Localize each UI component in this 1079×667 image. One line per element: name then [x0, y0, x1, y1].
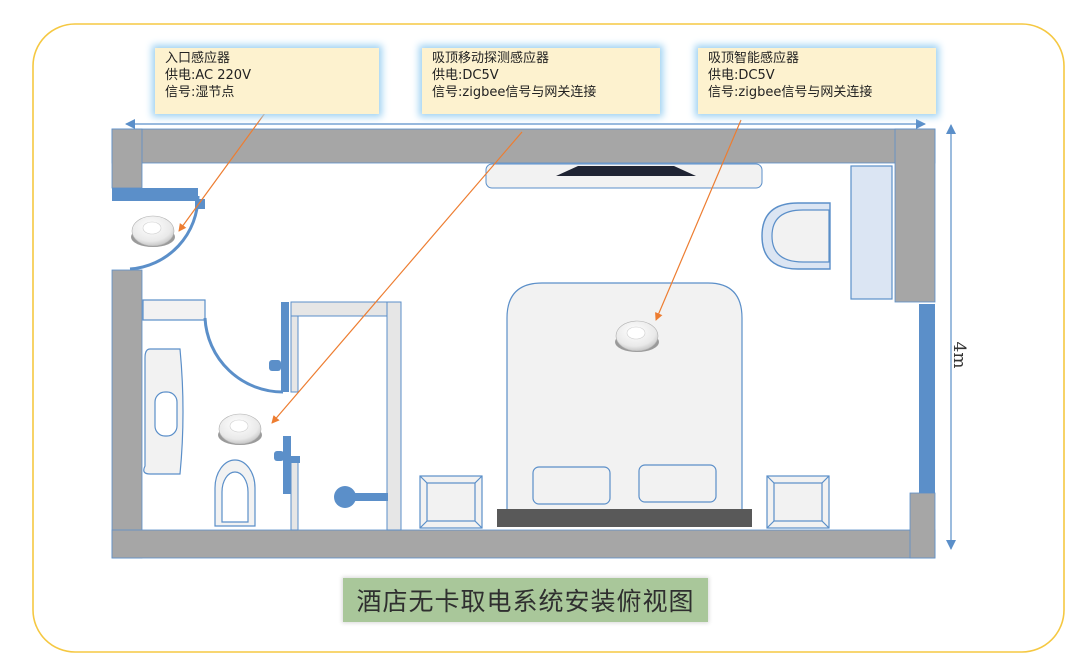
bed — [506, 282, 743, 516]
bathroom-door-swing — [203, 317, 284, 394]
pointer-arrow-entry — [178, 112, 266, 232]
sensor-entry — [131, 215, 175, 247]
bathroom-door-leaf — [281, 302, 289, 392]
door-handle — [195, 199, 205, 209]
sensor-bathroom — [218, 413, 262, 445]
callout-title: 吸顶移动探测感应器 — [432, 51, 550, 66]
nightstand-right — [766, 475, 830, 529]
pointer-arrow-bathroom — [271, 131, 523, 424]
tv — [556, 166, 696, 176]
entry-door-swing — [129, 195, 200, 271]
callout-smart-sensor: 吸顶智能感应器 供电:DC5V 信号:zigbee信号与网关连接 — [698, 48, 936, 114]
shower-bar — [345, 493, 388, 501]
callout-power: 供电:DC5V — [708, 68, 775, 83]
sensor-bedroom — [615, 320, 659, 352]
window — [919, 304, 935, 493]
shower-head — [334, 486, 356, 508]
wardrobe — [850, 165, 893, 300]
callout-signal: 信号:zigbee信号与网关连接 — [708, 85, 873, 100]
nightstand-left — [419, 475, 483, 529]
callout-title: 吸顶智能感应器 — [708, 51, 800, 66]
outer-frame — [32, 23, 1065, 653]
bathroom-door-handle — [269, 360, 281, 371]
pillow-right — [638, 464, 717, 503]
pointer-arrow-bedroom — [655, 119, 742, 321]
entry-door-leaf — [112, 188, 198, 201]
headboard — [497, 509, 752, 527]
callout-power: 供电:AC 220V — [165, 68, 251, 83]
callout-signal: 信号:湿节点 — [165, 85, 235, 100]
callout-entry-sensor: 入口感应器 供电:AC 220V 信号:湿节点 — [155, 48, 379, 114]
pillow-left — [532, 466, 611, 505]
callout-motion-sensor: 吸顶移动探测感应器 供电:DC5V 信号:zigbee信号与网关连接 — [422, 48, 660, 114]
callout-signal: 信号:zigbee信号与网关连接 — [432, 85, 597, 100]
callout-title: 入口感应器 — [165, 51, 231, 66]
bathroom-counter — [142, 299, 206, 321]
tub-drain — [154, 391, 178, 437]
shower-door — [283, 436, 291, 494]
bathroom-wall — [386, 301, 402, 531]
callout-power: 供电:DC5V — [432, 68, 499, 83]
diagram-caption: 酒店无卡取电系统安装俯视图 — [343, 578, 708, 622]
dimension-label: 4m — [949, 341, 969, 369]
